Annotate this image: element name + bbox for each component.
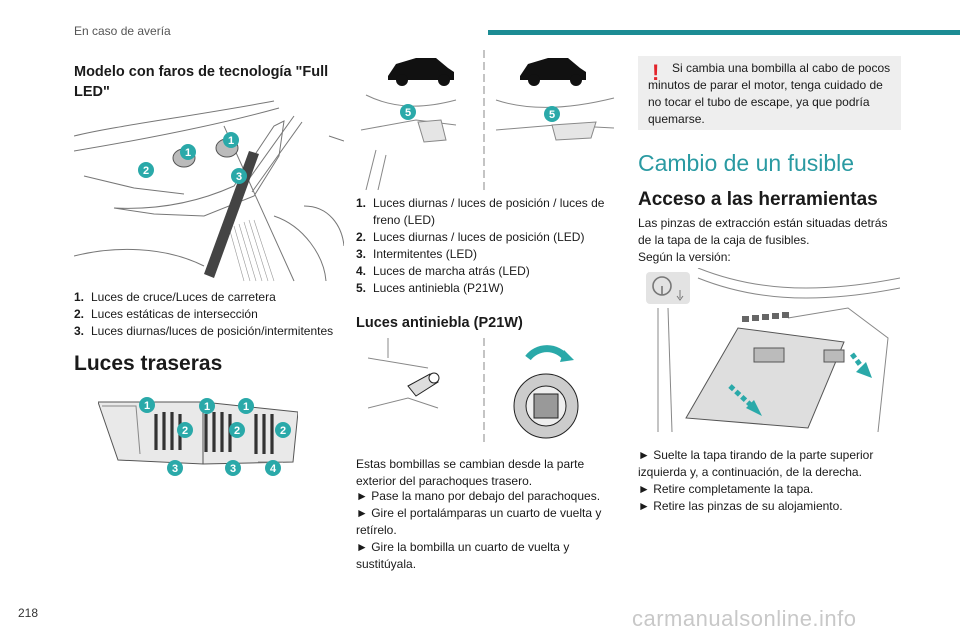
item-number: 3. xyxy=(74,324,85,338)
fog-light-location-illustration: 5 5 xyxy=(360,50,615,190)
rear-lights-list: 1. Luces diurnas / luces de posición / lu… xyxy=(356,195,614,297)
item-number: 2. xyxy=(356,230,367,244)
list-item: 1. Luces de cruce/Luces de carretera xyxy=(74,289,344,306)
tools-step-3: ► Retire las pinzas de su alojamiento. xyxy=(638,499,843,513)
header-accent-bar xyxy=(488,30,960,35)
watermark: carmanualsonline.info xyxy=(632,606,857,631)
fuse-cover-illustration xyxy=(638,268,900,432)
tools-location-text: Las pinzas de extracción están situadas … xyxy=(638,216,888,247)
callout-rear-4: 4 xyxy=(270,463,277,475)
list-item: 4. Luces de marcha atrás (LED) xyxy=(356,263,614,280)
callout-fog-5b: 5 xyxy=(549,109,555,121)
item-label: Intermitentes (LED) xyxy=(373,247,478,261)
list-item: 2. Luces estáticas de intersección xyxy=(74,306,344,323)
page-number: 218 xyxy=(18,606,39,620)
item-number: 5. xyxy=(356,281,367,295)
item-number: 1. xyxy=(356,196,367,210)
version-text: Según la versión: xyxy=(638,250,731,264)
list-item: 5. Luces antiniebla (P21W) xyxy=(356,280,614,297)
front-headlight-illustration: 1 1 2 3 xyxy=(74,100,344,282)
callout-rear-1b: 1 xyxy=(204,401,210,413)
list-item: 3. Intermitentes (LED) xyxy=(356,246,614,263)
fog-step-2: ► Gire el portalámparas un cuarto de vue… xyxy=(356,506,602,537)
front-lights-list: 1. Luces de cruce/Luces de carretera 2. Lu… xyxy=(74,289,344,340)
front-led-title: Modelo con faros de tecnología "Full LED… xyxy=(74,64,329,100)
warning-exclamation-icon: ! xyxy=(652,60,660,85)
callout-rear-2a: 2 xyxy=(182,425,188,437)
fog-intro-text: Estas bombillas se cambian desde la part… xyxy=(356,457,585,488)
running-header: En caso de avería xyxy=(74,24,171,38)
item-number: 4. xyxy=(356,264,367,278)
item-label: Luces diurnas / luces de posición (LED) xyxy=(373,230,585,244)
warning-text: Si cambia una bombilla al cabo de pocos … xyxy=(648,61,891,126)
item-number: 1. xyxy=(74,290,85,304)
callout-front-1a: 1 xyxy=(185,147,191,159)
callout-front-1b: 1 xyxy=(228,135,234,147)
item-number: 3. xyxy=(356,247,367,261)
item-label: Luces de cruce/Luces de carretera xyxy=(91,290,276,304)
item-label: Luces antiniebla (P21W) xyxy=(373,281,504,295)
item-label: Luces diurnas / luces de posición / luce… xyxy=(373,196,605,227)
list-item: 2. Luces diurnas / luces de posición (LED… xyxy=(356,229,614,246)
callout-rear-1c: 1 xyxy=(243,401,249,413)
callout-front-3: 3 xyxy=(236,171,242,183)
rear-lights-heading: Luces traseras xyxy=(74,352,223,375)
callout-rear-3b: 3 xyxy=(230,463,236,475)
list-item: 3. Luces diurnas/luces de posición/interm… xyxy=(74,323,344,340)
callout-rear-3a: 3 xyxy=(172,463,178,475)
item-label: Luces de marcha atrás (LED) xyxy=(373,264,530,278)
callout-front-2: 2 xyxy=(143,165,149,177)
callout-fog-5a: 5 xyxy=(405,107,411,119)
item-number: 2. xyxy=(74,307,85,321)
rear-lights-illustration: 1 1 1 2 2 2 3 3 4 xyxy=(98,397,298,476)
list-item: 1. Luces diurnas / luces de posición / lu… xyxy=(356,195,614,229)
fog-step-3: ► Gire la bombilla un cuarto de vuelta y… xyxy=(356,540,570,571)
tools-access-heading: Acceso a las herramientas xyxy=(638,189,878,210)
fuse-change-heading: Cambio de un fusible xyxy=(638,150,855,176)
warning-box xyxy=(638,56,901,130)
fog-bulb-illustration xyxy=(368,338,579,446)
tools-step-2: ► Retire completamente la tapa. xyxy=(638,482,814,496)
fog-step-1: ► Pase la mano por debajo del parachoque… xyxy=(356,489,601,503)
tools-step-1: ► Suelte la tapa tirando de la parte sup… xyxy=(638,448,874,479)
fog-lights-heading: Luces antiniebla (P21W) xyxy=(356,315,523,331)
callout-rear-2b: 2 xyxy=(234,425,240,437)
callout-rear-1a: 1 xyxy=(144,400,150,412)
item-label: Luces estáticas de intersección xyxy=(91,307,258,321)
item-label: Luces diurnas/luces de posición/intermit… xyxy=(91,324,334,338)
callout-rear-2c: 2 xyxy=(280,425,286,437)
